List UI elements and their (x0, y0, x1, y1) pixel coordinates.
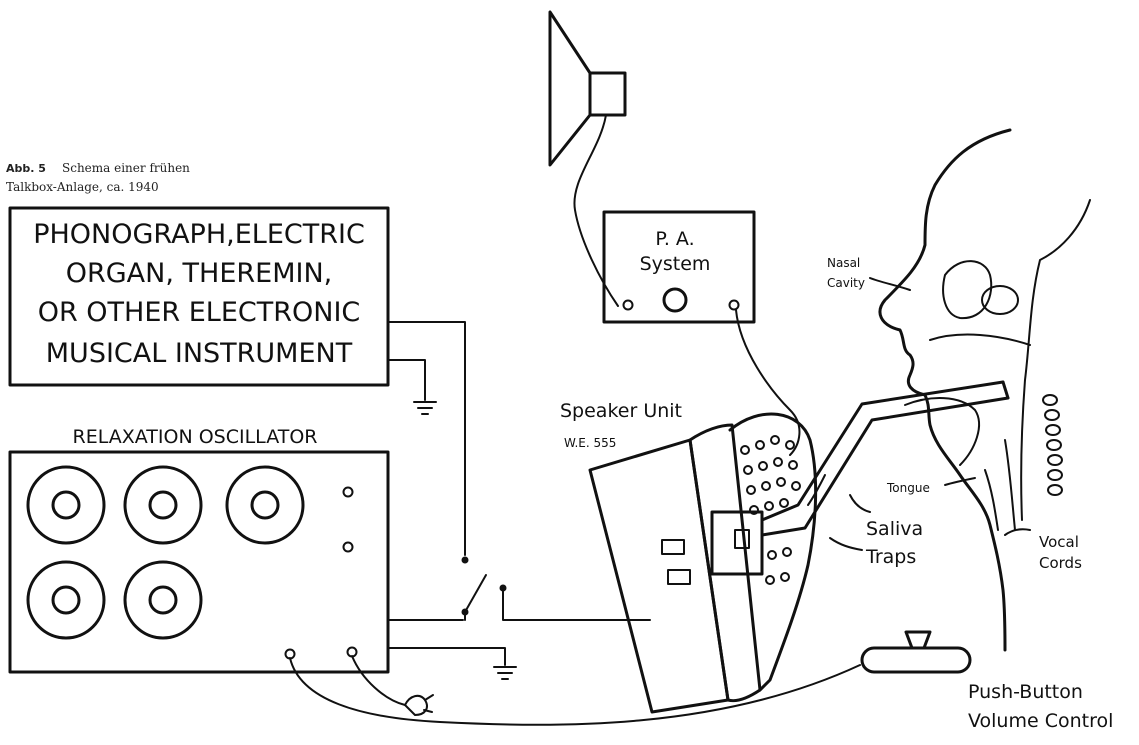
speaker-unit-label: Speaker Unit (560, 400, 682, 422)
nasal-cavity-line-1: Nasal (827, 256, 860, 270)
speaker-coupler (710, 510, 764, 576)
ground-symbol-upper (413, 401, 437, 415)
oscillator-knob (26, 560, 106, 640)
vocal-cords-pointer (1004, 528, 1031, 536)
talkbox-tube (760, 380, 1010, 537)
source-box-line-2: ORGAN, THEREMIN, (66, 258, 332, 289)
speaker-cone-housing (728, 412, 818, 692)
source-box-line-1: PHONOGRAPH,ELECTRIC (33, 219, 365, 250)
ground-symbol-lower (493, 666, 517, 680)
oscillator-knob (26, 465, 106, 545)
pa-to-speaker-wire (735, 309, 801, 456)
pa-system-frame (602, 210, 756, 324)
source-ground-wire (387, 359, 426, 401)
oscillator-ground-wire (387, 647, 506, 666)
vertebrae (1042, 394, 1063, 496)
speaker-unit: Speaker Unit W.E. 555 (560, 400, 818, 714)
push-button-cap (904, 630, 932, 650)
tube-upper-edge (760, 380, 1005, 522)
saliva-trap-pointer (849, 494, 871, 513)
saliva-traps-line-2: Traps (865, 546, 916, 568)
push-button-line-2: Volume Control (968, 710, 1113, 732)
oscillator-terminal (342, 541, 354, 553)
tube-lower-edge (760, 396, 1010, 537)
horn-feed-wire (573, 114, 619, 307)
nasal-cavity-line-2: Cavity (827, 276, 865, 290)
oscillator-knob (225, 465, 305, 545)
push-button-control: Push-Button Volume Control (860, 630, 1113, 732)
vocal-cords-line-2: Cords (1039, 554, 1082, 572)
speaker-coupler-plug (734, 529, 750, 549)
saliva-trap-pointer (807, 474, 826, 506)
sinus (981, 285, 1019, 315)
nasal-passage (942, 260, 993, 320)
source-box-frame (8, 206, 390, 387)
tongue-outline (904, 397, 980, 466)
oscillator-terminal (342, 486, 354, 498)
caption-line-2: Talkbox-Anlage, ca. 1940 (6, 180, 159, 194)
oscillator-frame (8, 450, 390, 674)
push-button-base (860, 646, 972, 674)
caption-label: Abb. 5 (6, 162, 46, 175)
source-wiring (387, 321, 466, 556)
caption-line-1: Schema einer frühen (62, 161, 190, 175)
pa-system-knob (662, 287, 688, 313)
speaker-unit-model: W.E. 555 (564, 436, 616, 450)
tongue-pointer (944, 477, 976, 486)
oscillator-wiring (387, 556, 626, 680)
selector-switch (461, 556, 626, 621)
source-box-line-4: MUSICAL INSTRUMENT (46, 338, 353, 369)
source-instrument-box: PHONOGRAPH,ELECTRIC ORGAN, THEREMIN, OR … (8, 206, 390, 387)
speaker-magnet-body (588, 438, 730, 714)
nasal-cavity-pointer (869, 277, 911, 291)
oscillator-title: RELAXATION OSCILLATOR (73, 426, 318, 448)
head-cross-section (869, 128, 1091, 652)
oscillator-knob (123, 465, 203, 545)
pa-system-line-2: System (640, 253, 711, 275)
tongue-label: Tongue (886, 481, 930, 495)
palate (929, 333, 1031, 346)
relaxation-oscillator: RELAXATION OSCILLATOR (8, 426, 390, 674)
tube-end (1001, 380, 1010, 400)
push-button-cable (289, 657, 861, 726)
face-profile (878, 128, 1012, 652)
power-cord (351, 655, 406, 706)
speaker-terminal-bottom (667, 569, 691, 585)
oscillator-knob (123, 560, 203, 640)
loudspeaker-horn (548, 10, 627, 307)
saliva-trap-pointer (829, 537, 863, 551)
speaker-grille (740, 435, 801, 585)
horn-driver (588, 71, 627, 117)
push-button-line-1: Push-Button (968, 681, 1083, 703)
speaker-terminal-top (661, 539, 685, 555)
pa-output-terminal (728, 299, 740, 311)
saliva-traps-line-1: Saliva (866, 518, 923, 540)
horn-bell (548, 10, 592, 167)
saliva-traps: Saliva Traps (807, 474, 923, 568)
pa-input-terminal (622, 299, 634, 311)
pa-system: P. A. System (602, 210, 801, 456)
vocal-cords-line-1: Vocal (1039, 533, 1079, 551)
pa-system-line-1: P. A. (655, 228, 694, 250)
figure-caption: Abb. 5 Schema einer frühen Talkbox-Anlag… (6, 161, 190, 194)
source-signal-wire (387, 321, 466, 556)
pharynx-outline (1020, 199, 1091, 521)
power-plug-icon (404, 694, 434, 716)
vocal-cord-outline (984, 469, 999, 531)
epiglottis (1004, 439, 1016, 531)
source-box-line-3: OR OTHER ELECTRONIC (38, 297, 361, 328)
